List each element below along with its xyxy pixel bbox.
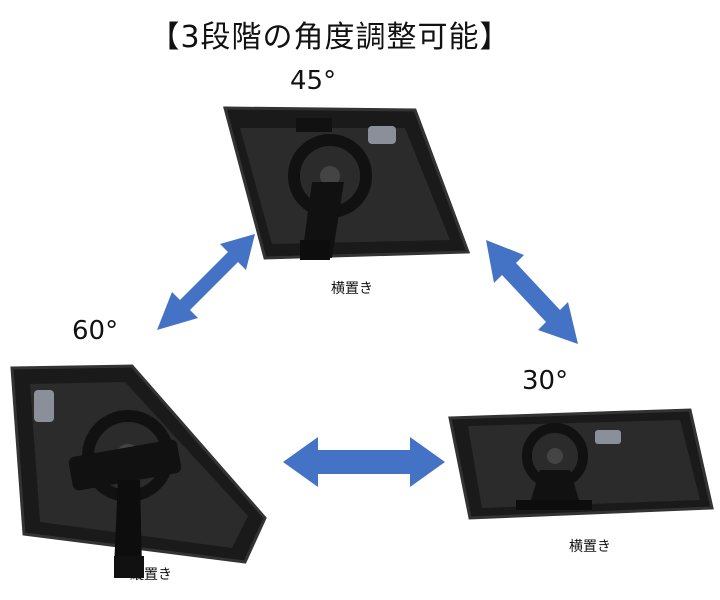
double-arrow-icon	[157, 234, 578, 487]
angle-label-60: 60°	[72, 316, 119, 346]
tablet-case-60-icon	[10, 364, 267, 578]
angle-label-45: 45°	[290, 66, 337, 96]
caption-landscape-top: 横置き	[331, 281, 373, 297]
angle-label-30: 30°	[522, 366, 569, 396]
tablet-case-30-icon	[448, 408, 714, 520]
page-title: 【3段階の角度調整可能】	[149, 20, 511, 55]
tablet-case-45-icon	[223, 106, 471, 260]
caption-landscape-right: 横置き	[569, 539, 611, 555]
